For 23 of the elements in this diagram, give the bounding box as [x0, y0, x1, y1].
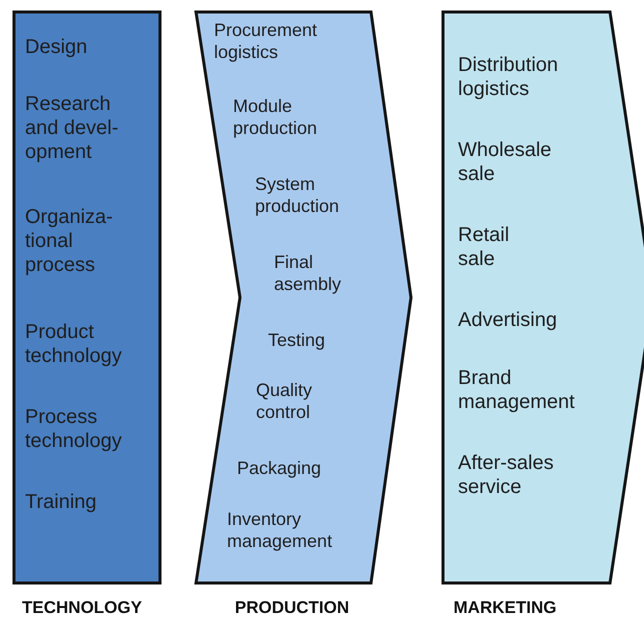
activity-label: Module production [233, 96, 318, 140]
activity-label: Design [25, 35, 88, 59]
activity-label: System production [255, 174, 340, 218]
activity-label: Final asembly [274, 252, 342, 296]
activity-label: Training [25, 490, 98, 514]
stage-heading: PRODUCTION [234, 598, 350, 618]
activity-label: Brand management [458, 366, 576, 414]
stage-heading: MARKETING [454, 598, 556, 618]
activity-label: Advertising [458, 308, 558, 332]
activity-label: Product technology [25, 320, 123, 368]
activity-label: After-sales service [458, 451, 555, 499]
activity-label: Process technology [25, 405, 123, 453]
activity-label: Testing [268, 330, 326, 352]
activity-label: Inventory management [227, 509, 332, 552]
activity-label: Research and devel- opment [25, 92, 120, 164]
stage-heading: TECHNOLOGY [22, 598, 142, 618]
activity-label: Procurement logistics [214, 20, 318, 64]
activity-label: Packaging [237, 458, 322, 480]
activity-label: Retail sale [458, 223, 510, 271]
activity-label: Quality control [256, 380, 312, 424]
activity-label: Distribution logistics [458, 53, 560, 101]
activity-label: Organiza- tional process [25, 205, 114, 277]
activity-label: Wholesale sale [458, 138, 552, 186]
